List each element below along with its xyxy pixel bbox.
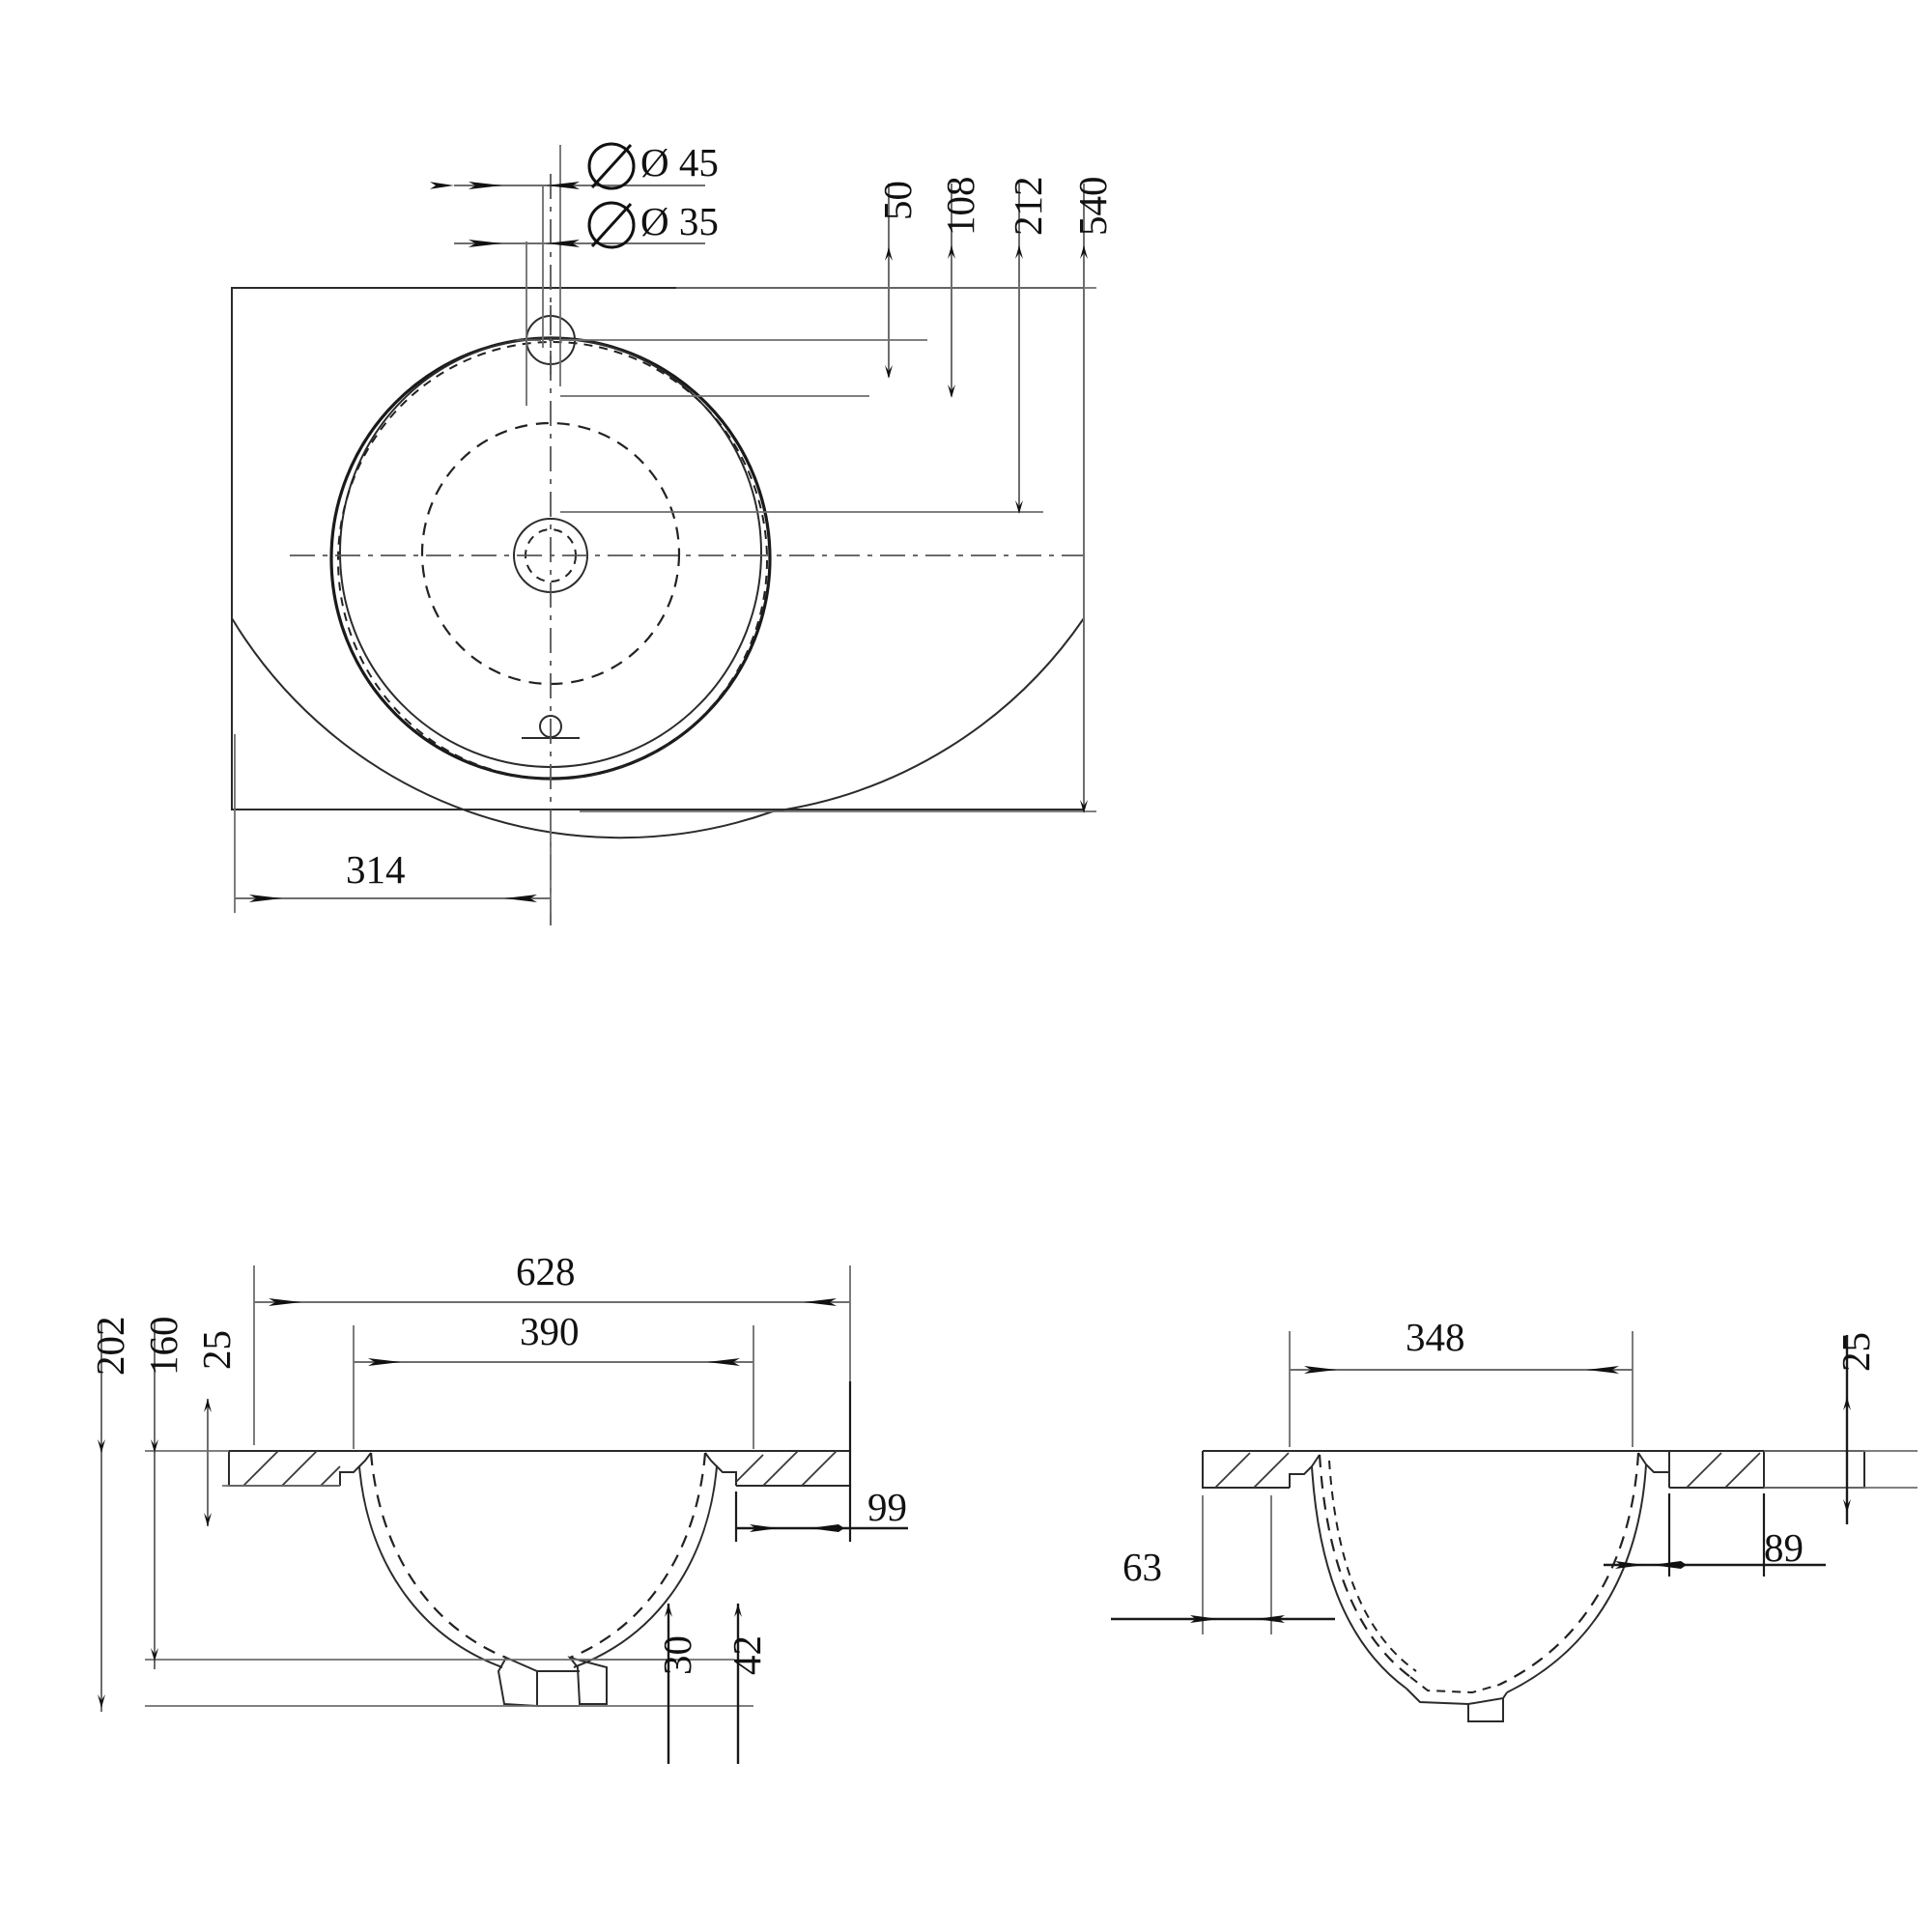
dim108-arrow-top [948,245,955,259]
dim25a-arrow-top [204,1399,212,1412]
side-bowl-bottom-hidden [1409,1676,1500,1694]
dim-label-dia35: Ø 35 [640,199,719,243]
side-slab-left-edge [1202,1451,1290,1489]
dim348-arrow-left [1304,1366,1337,1374]
dim628-arrow-left [269,1298,301,1306]
front-rim-step-left [339,1452,372,1486]
dim540-arrow-top [1080,245,1088,259]
front-foot-left-block [497,1656,538,1708]
side-rim-step-right [1637,1452,1670,1488]
dim-label-50: 50 [875,181,920,220]
dim-label-348: 348 [1406,1315,1465,1359]
dim160-arrow-top [151,1439,158,1453]
dim212-arrow-bottom [1015,500,1023,514]
dim314-arrow-right [504,895,537,902]
dim-label-42: 42 [724,1635,769,1675]
dim-label-212: 212 [1006,176,1050,237]
front-bowl-wall-right-inner [573,1465,718,1668]
dim89-arrow-right [1652,1561,1687,1569]
dim-label-25-side: 25 [1833,1332,1878,1372]
dim50-arrow-top [885,247,893,261]
dim160-arrow-bottom [151,1648,158,1662]
side-slab-hatch-right [1686,1452,1761,1489]
dim-label-108: 108 [938,176,982,237]
front-slab-hatch-left [242,1450,341,1487]
front-bowl-wall-right-outer [569,1452,707,1660]
bowl-rim-hidden [337,341,768,780]
dim99-arrow-left [750,1524,779,1532]
dim-label-160: 160 [141,1316,185,1377]
dia35-arrow-left [469,240,502,247]
dim63-arrow-right [1256,1615,1285,1623]
counter-front-arc-left [231,617,774,839]
dim348-arrow-right [1586,1366,1619,1374]
dim30-arrow [665,1604,672,1617]
dia45-symbol-icon [587,142,636,190]
dim25a-arrow-bottom [204,1513,212,1526]
dim25b-arrow-top [1843,1397,1851,1410]
dim-label-314: 314 [346,847,406,892]
dim-label-628: 628 [516,1249,576,1293]
dim25b-arrow-bottom [1843,1499,1851,1513]
side-section-view-group [1111,1331,1918,1722]
dim50-arrow-bottom [885,365,893,379]
front-slab-left-edge [228,1451,340,1487]
dim540-arrow-bottom [1080,800,1088,813]
dim202-arrow-top [98,1439,105,1453]
dim-label-202: 202 [88,1316,132,1377]
front-rim-step-right [704,1452,737,1486]
dim314-arrow-left [249,895,282,902]
counter-front-arc-right [772,617,1085,812]
side-slab-right-edge [1669,1451,1865,1489]
dim-label-30: 30 [655,1635,699,1675]
dim212-arrow-top [1015,245,1023,259]
side-bowl-wall-right-inner [1506,1463,1647,1693]
dia45-arrow-right [546,182,580,189]
front-foot-right-block [567,1656,608,1705]
dim628-arrow-right [804,1298,837,1306]
dia35-arrow-right [546,240,580,247]
side-slab-hatch-left [1214,1452,1290,1489]
dia45-arrow-left [469,182,502,189]
dim42-arrow [734,1604,742,1617]
dim390-arrow-left [368,1358,401,1366]
front-slab-hatch-right [735,1450,838,1487]
dim63-arrow-left [1190,1615,1219,1623]
dim108-arrow-bottom [948,384,955,398]
dim-label-99: 99 [867,1485,907,1529]
dia35-symbol-icon [587,201,636,249]
dim-label-540: 540 [1070,176,1115,237]
dim-label-63: 63 [1122,1545,1162,1589]
side-bowl-wall-right-outer [1498,1452,1640,1686]
side-rim-step-left [1289,1454,1321,1488]
side-drain-boss [1467,1698,1504,1722]
dim390-arrow-right [707,1358,740,1366]
dim-label-89: 89 [1764,1525,1804,1570]
dim202-arrow-bottom [98,1694,105,1708]
side-bowl-wall-left-outer [1318,1454,1411,1678]
front-section-view-group [98,1265,908,1764]
dim-label-390: 390 [520,1309,580,1353]
dim99-arrow-right [810,1524,844,1532]
dim89-arrow-left [1615,1561,1644,1569]
front-bowl-wall-left-outer [369,1452,507,1660]
dim-label-dia45: Ø 45 [640,140,719,185]
dim-label-25-front: 25 [194,1330,239,1370]
top-view-group [231,142,1096,927]
front-bowl-wall-left-inner [358,1465,503,1668]
side-bowl-wall-left-mid [1328,1460,1417,1672]
side-bowl-wall-left-inner [1311,1465,1407,1690]
